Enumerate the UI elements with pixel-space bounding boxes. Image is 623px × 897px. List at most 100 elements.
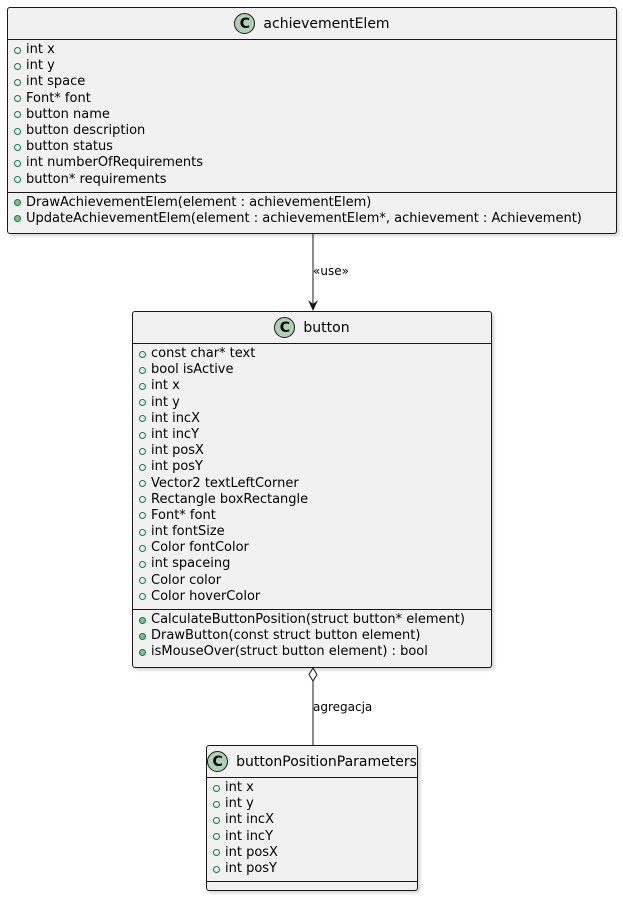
attribute-text: bool isActive [151, 362, 234, 378]
class-name: buttonPositionParameters [236, 753, 417, 770]
attribute-row: Font* font [133, 508, 491, 524]
attribute-row: int posX [133, 443, 491, 459]
attribute-row: button status [8, 139, 616, 155]
attribute-text: Color hoverColor [151, 588, 261, 604]
attribute-text: button description [26, 122, 146, 138]
public-attribute-icon [14, 176, 21, 184]
attribute-text: int x [151, 378, 180, 394]
public-method-icon [14, 215, 21, 223]
public-attribute-icon [14, 62, 21, 70]
public-attribute-icon [139, 577, 146, 585]
public-attribute-icon [213, 833, 220, 841]
public-attribute-icon [139, 399, 146, 407]
public-attribute-icon [139, 431, 146, 439]
attribute-row: int posX [207, 845, 417, 861]
attribute-row: int y [8, 58, 616, 74]
attribute-row: int spaceing [133, 556, 491, 572]
attribute-row: Color hoverColor [133, 589, 491, 605]
public-attribute-icon [139, 366, 146, 374]
method-row: CalculateButtonPosition(struct button* e… [133, 612, 491, 628]
class-button[interactable]: C button const char* text bool isActive … [132, 311, 492, 668]
methods-section: DrawAchievementElem(element : achievemen… [8, 191, 616, 231]
attribute-text: Rectangle boxRectangle [151, 491, 309, 507]
method-text: CalculateButtonPosition(struct button* e… [151, 612, 465, 627]
attribute-text: int posY [225, 860, 277, 876]
class-achievementElem[interactable]: C achievementElem int x int y int space … [7, 7, 617, 234]
attribute-text: int posY [151, 459, 203, 475]
attribute-text: int y [151, 394, 180, 410]
class-header: C buttonPositionParameters [207, 746, 417, 778]
methods-section: CalculateButtonPosition(struct button* e… [133, 609, 491, 665]
class-c-icon: C [274, 317, 296, 338]
attribute-row: int space [8, 74, 616, 90]
attribute-text: int spaceing [151, 556, 231, 572]
method-text: UpdateAchievementElem(element : achievem… [26, 210, 582, 226]
attribute-row: button name [8, 107, 616, 123]
attribute-row: int fontSize [133, 524, 491, 540]
public-attribute-icon [139, 447, 146, 455]
class-name: achievementElem [263, 15, 390, 32]
use-relation-arrowhead [308, 300, 318, 311]
method-row: UpdateAchievementElem(element : achievem… [8, 211, 616, 227]
public-attribute-icon [14, 78, 21, 86]
attribute-row: int posY [133, 459, 491, 475]
attribute-text: int incY [225, 828, 274, 844]
attribute-row: button* requirements [8, 172, 616, 188]
aggregation-relation-label: agregacja [313, 700, 373, 714]
public-attribute-icon [139, 561, 146, 569]
public-attribute-icon [14, 159, 21, 167]
class-buttonPositionParameters[interactable]: C buttonPositionParameters int x int y i… [206, 745, 418, 891]
public-attribute-icon [213, 784, 220, 792]
method-row: DrawButton(const struct button element) [133, 628, 491, 644]
method-row: isMouseOver(struct button element) : boo… [133, 644, 491, 660]
class-header: C button [133, 312, 491, 344]
public-attribute-icon [213, 816, 220, 824]
attribute-row: int y [207, 796, 417, 812]
attribute-row: int incX [207, 812, 417, 828]
public-attribute-icon [14, 111, 21, 119]
attribute-text: int fontSize [151, 524, 225, 540]
attribute-text: int x [26, 42, 55, 57]
class-c-icon: C [234, 13, 256, 34]
method-row: DrawAchievementElem(element : achievemen… [8, 195, 616, 211]
method-text: DrawAchievementElem(element : achievemen… [26, 194, 372, 210]
public-attribute-icon [14, 127, 21, 135]
public-attribute-icon [139, 382, 146, 390]
public-attribute-icon [14, 143, 21, 151]
class-c-icon: C [207, 751, 229, 772]
attribute-text: Font* font [26, 90, 91, 106]
attribute-row: button description [8, 123, 616, 139]
public-attribute-icon [213, 849, 220, 857]
public-attribute-icon [139, 415, 146, 423]
attribute-row: int incX [133, 411, 491, 427]
public-attribute-icon [139, 528, 146, 536]
public-method-icon [139, 648, 146, 656]
attribute-row: Color fontColor [133, 540, 491, 556]
attribute-row: int posY [207, 861, 417, 877]
public-attribute-icon [139, 496, 146, 504]
public-attribute-icon [139, 480, 146, 488]
public-attribute-icon [139, 544, 146, 552]
attribute-text: int posX [225, 844, 278, 860]
public-attribute-icon [139, 463, 146, 471]
public-attribute-icon [213, 800, 220, 808]
attribute-row: int x [207, 780, 417, 796]
public-attribute-icon [139, 512, 146, 520]
attribute-text: button status [26, 139, 113, 155]
method-text: DrawButton(const struct button element) [151, 628, 421, 644]
public-attribute-icon [139, 593, 146, 601]
attribute-text: Color fontColor [151, 540, 249, 556]
attribute-row: const char* text [133, 346, 491, 362]
attribute-text: Color color [151, 572, 222, 588]
attribute-text: int posX [151, 443, 204, 459]
use-relation-label: «use» [313, 264, 349, 278]
attributes-section: int x int y int space Font* font button … [8, 40, 616, 192]
attribute-row: int y [133, 395, 491, 411]
attribute-text: int x [225, 780, 254, 795]
attribute-text: button name [26, 106, 110, 122]
attributes-section: int x int y int incX int incY int posX i… [207, 778, 417, 881]
method-text: isMouseOver(struct button element) : boo… [151, 644, 428, 660]
attribute-text: int incX [225, 812, 274, 828]
public-method-icon [139, 616, 146, 624]
